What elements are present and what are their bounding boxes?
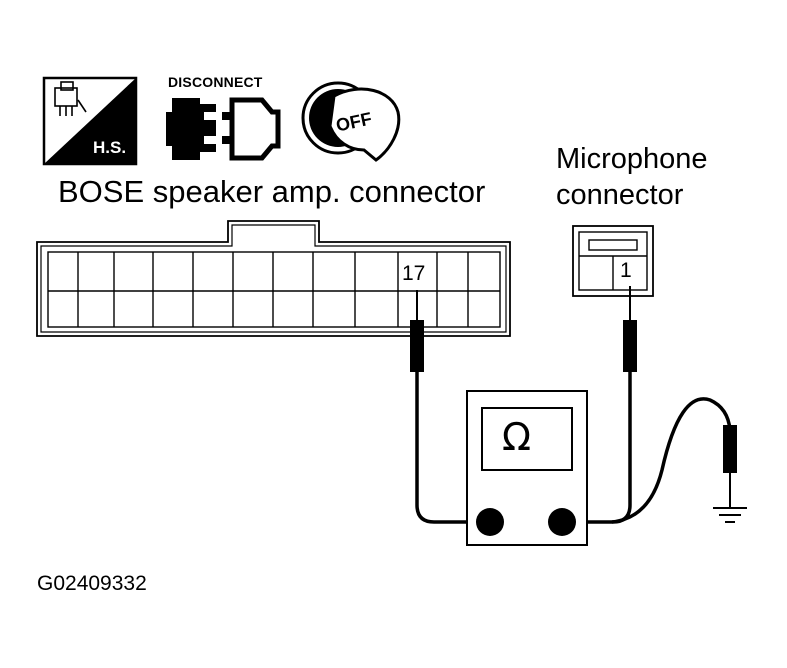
- mic-terminal-label: 1: [620, 259, 632, 282]
- amp-terminal-frame: [47, 251, 501, 328]
- lead-ground: [611, 397, 732, 524]
- harness-side-label: H.S.: [93, 138, 127, 157]
- mic-connector-title-line1: Microphone: [556, 143, 708, 175]
- probe-mic: [623, 286, 637, 372]
- ground-symbol: [713, 507, 747, 523]
- ignition-off-icon: [301, 81, 401, 162]
- lead-amp-pin17: [415, 370, 478, 524]
- meter-jack-right: [548, 508, 576, 536]
- ohm-symbol: Ω: [502, 415, 532, 459]
- amp-connector: [36, 220, 511, 337]
- harness-side-icon: [42, 76, 138, 166]
- test-leads: [415, 370, 732, 524]
- mic-connector-title-line2: connector: [556, 179, 684, 211]
- ohmmeter: [466, 390, 588, 546]
- disconnect-icon: [166, 97, 281, 161]
- probe-amp: [410, 290, 424, 372]
- meter-jack-left: [476, 508, 504, 536]
- probe-ground: [723, 425, 737, 508]
- connector-pictogram: [54, 81, 87, 116]
- figure-code: G02409332: [37, 572, 147, 595]
- disconnect-label: DISCONNECT: [168, 74, 263, 90]
- amp-connector-terminals: [47, 251, 501, 328]
- amp-terminal-label: 17: [402, 262, 426, 285]
- amp-connector-title: BOSE speaker amp. connector: [58, 174, 486, 209]
- mic-connector: [572, 225, 654, 297]
